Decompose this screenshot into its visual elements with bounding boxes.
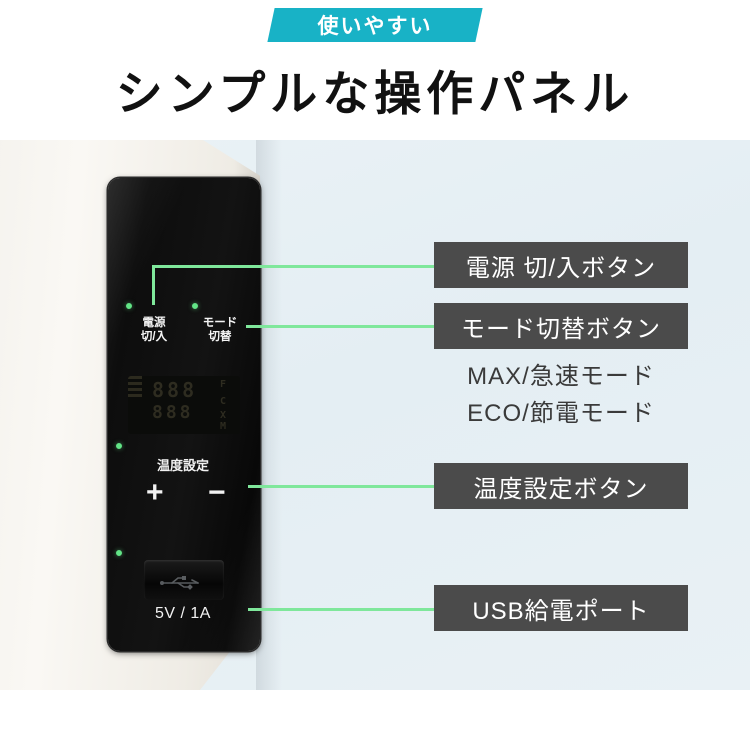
lcd-unit-c: C xyxy=(220,396,227,407)
temp-decrease-button[interactable]: − xyxy=(208,476,226,509)
callout-mode-label: モード切替ボタン xyxy=(461,315,661,343)
lcd-unit-f: F xyxy=(220,379,227,390)
callout-power-label: 電源 切/入ボタン xyxy=(465,254,657,282)
lcd-display: 888 888 F C X M xyxy=(128,376,240,434)
lcd-unit-x: X xyxy=(220,410,227,421)
badge-container: 使いやすい xyxy=(0,4,750,42)
mode-max-line: MAX/急速モード xyxy=(467,363,655,390)
mode-button-label-line1: モード xyxy=(202,317,238,329)
power-button-label-line1: 電源 xyxy=(142,317,166,329)
connector-usb-horizontal xyxy=(248,608,588,611)
mode-eco-line: ECO/節電モード xyxy=(467,400,655,427)
connector-power-horizontal xyxy=(152,265,588,268)
mode-button-label-line2: 切替 xyxy=(208,331,232,343)
mode-description: MAX/急速モード ECO/節電モード xyxy=(434,358,688,432)
lcd-value-top: 888 xyxy=(152,378,198,402)
page-title: シンプルな操作パネル xyxy=(115,67,635,120)
highlight-temp-buttons xyxy=(116,443,122,449)
connector-mode-horizontal xyxy=(246,325,588,328)
lcd-battery-bars xyxy=(128,376,142,400)
usb-icon xyxy=(160,576,199,590)
product-edge-shadow xyxy=(256,140,282,690)
callout-temp-label: 温度設定ボタン xyxy=(473,475,649,503)
callout-mode-button: モード切替ボタン xyxy=(434,303,688,349)
callout-usb-label: USB給電ポート xyxy=(472,597,650,625)
connector-power-vertical xyxy=(152,265,155,305)
highlight-power-button xyxy=(126,303,132,309)
power-button[interactable]: 電源 切/入 xyxy=(126,316,182,344)
badge-label: 使いやすい xyxy=(317,15,433,38)
mode-button[interactable]: モード 切替 xyxy=(192,316,248,344)
connector-temp-horizontal xyxy=(248,485,588,488)
callout-power-button: 電源 切/入ボタン xyxy=(434,242,688,288)
highlight-mode-button xyxy=(192,303,198,309)
usb-rating-label: 5V / 1A xyxy=(155,605,211,622)
temp-setting-label: 温度設定 xyxy=(156,458,209,473)
lcd-unit-m: M xyxy=(220,421,227,432)
power-button-label-line2: 切/入 xyxy=(140,331,168,343)
temp-increase-button[interactable]: + xyxy=(146,476,164,509)
callout-temp-button: 温度設定ボタン xyxy=(434,463,688,509)
callout-usb-port: USB給電ポート xyxy=(434,585,688,631)
highlight-usb-port xyxy=(116,550,122,556)
lcd-value-bottom: 888 xyxy=(152,402,194,423)
